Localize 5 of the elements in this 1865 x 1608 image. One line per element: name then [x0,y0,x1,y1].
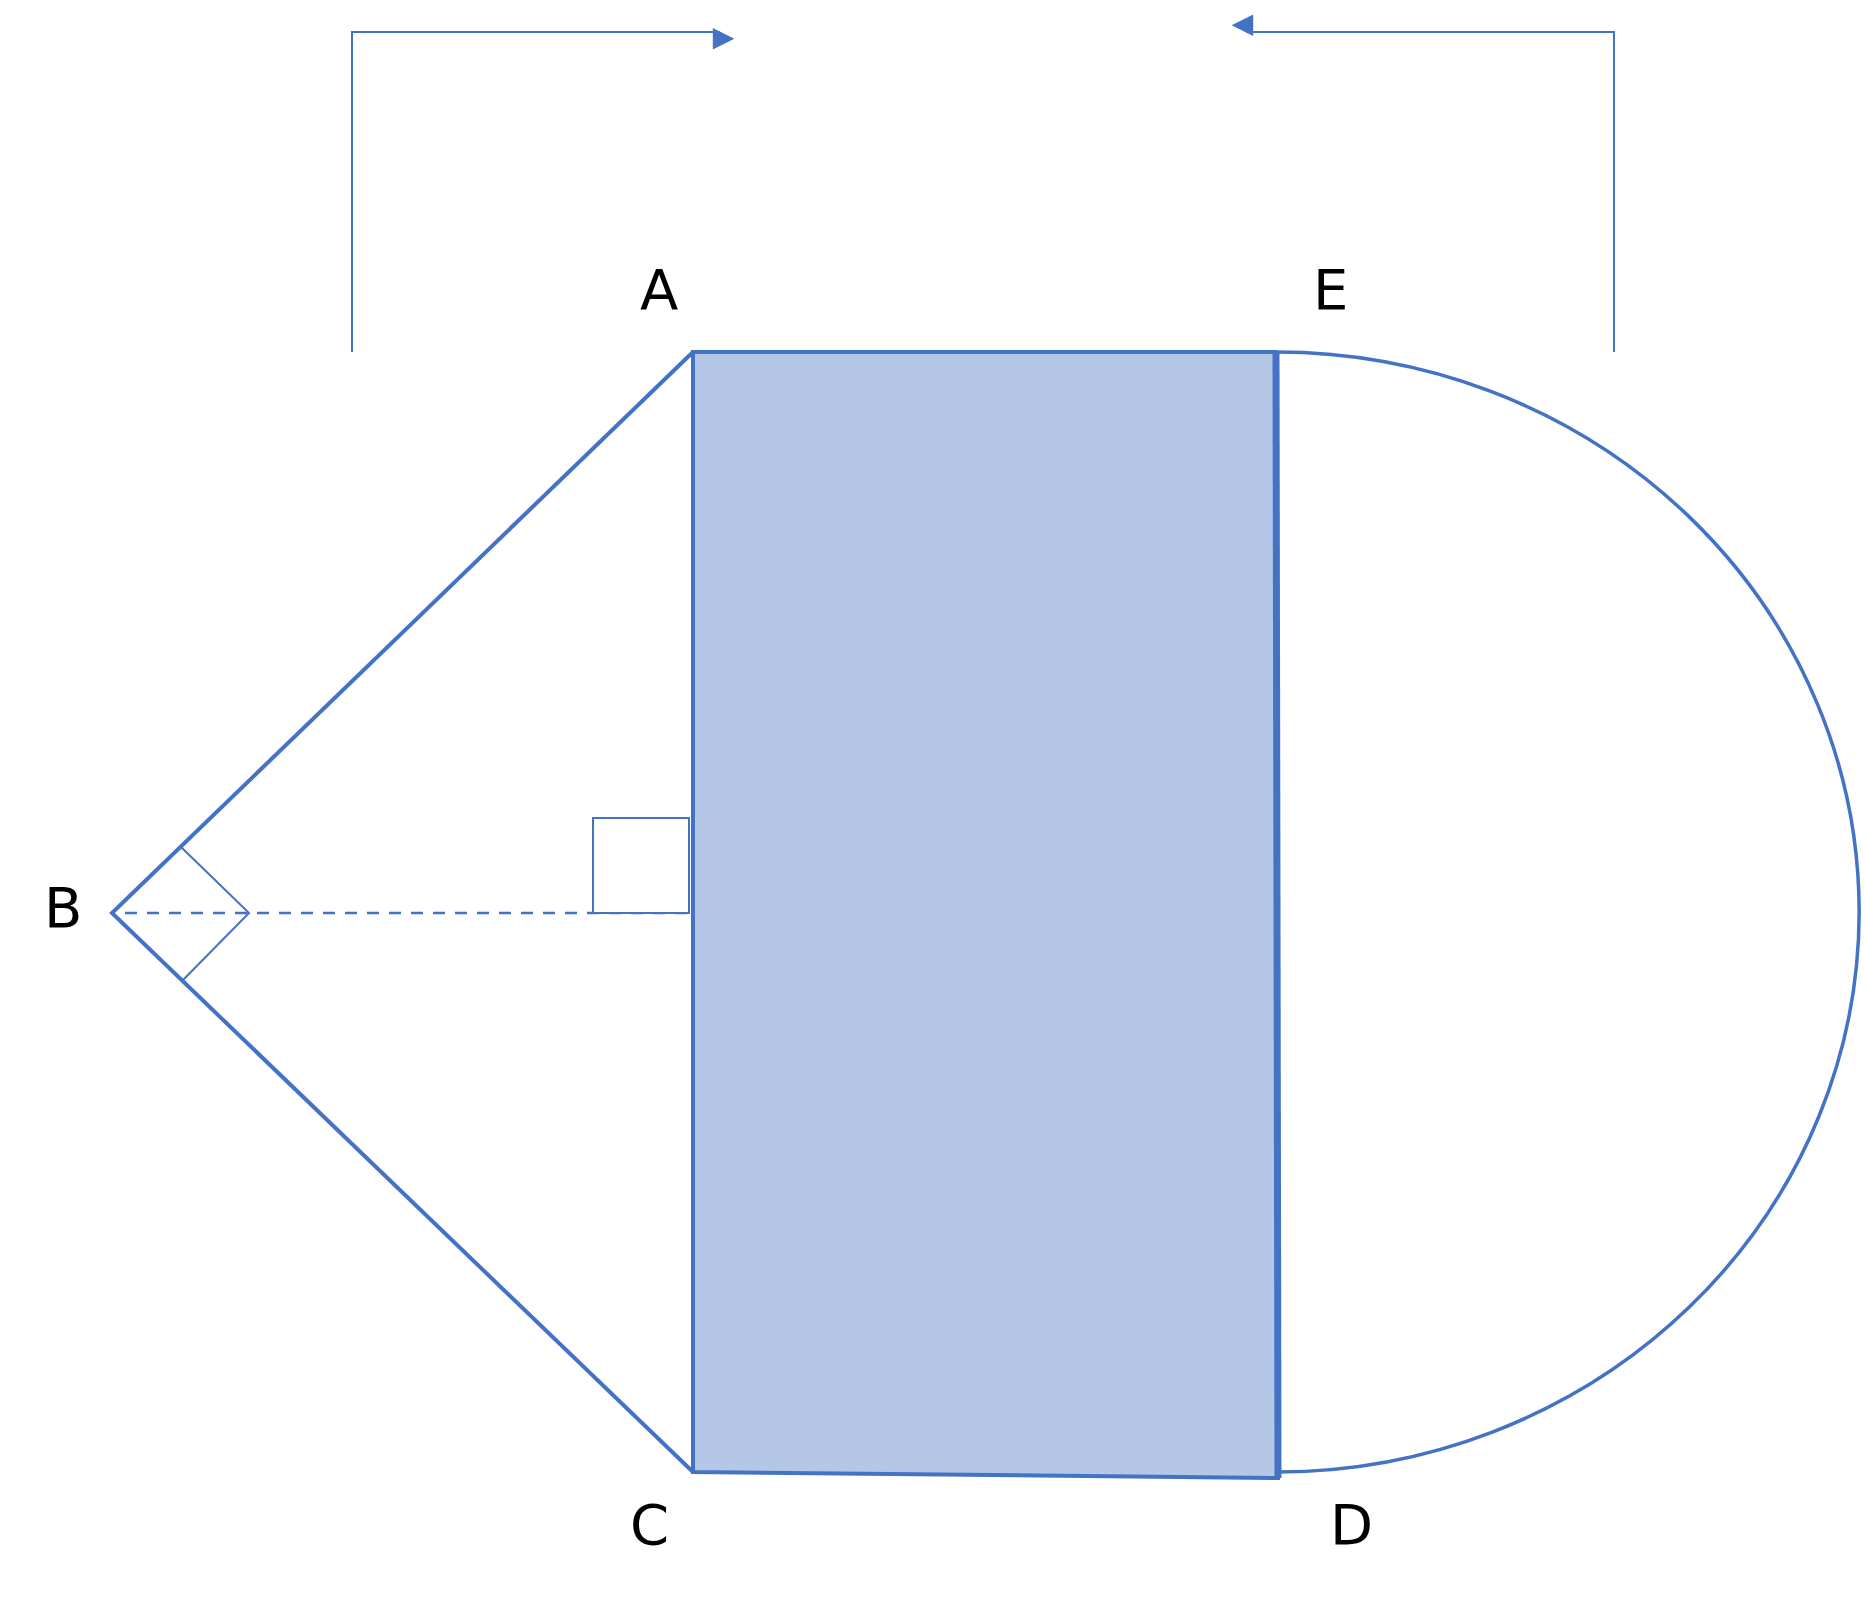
point-label: B [44,880,83,936]
point-label: C [630,1497,670,1553]
point-label: D [1330,1497,1374,1553]
point-label: A [640,262,679,318]
point-label: E [1313,262,1349,318]
